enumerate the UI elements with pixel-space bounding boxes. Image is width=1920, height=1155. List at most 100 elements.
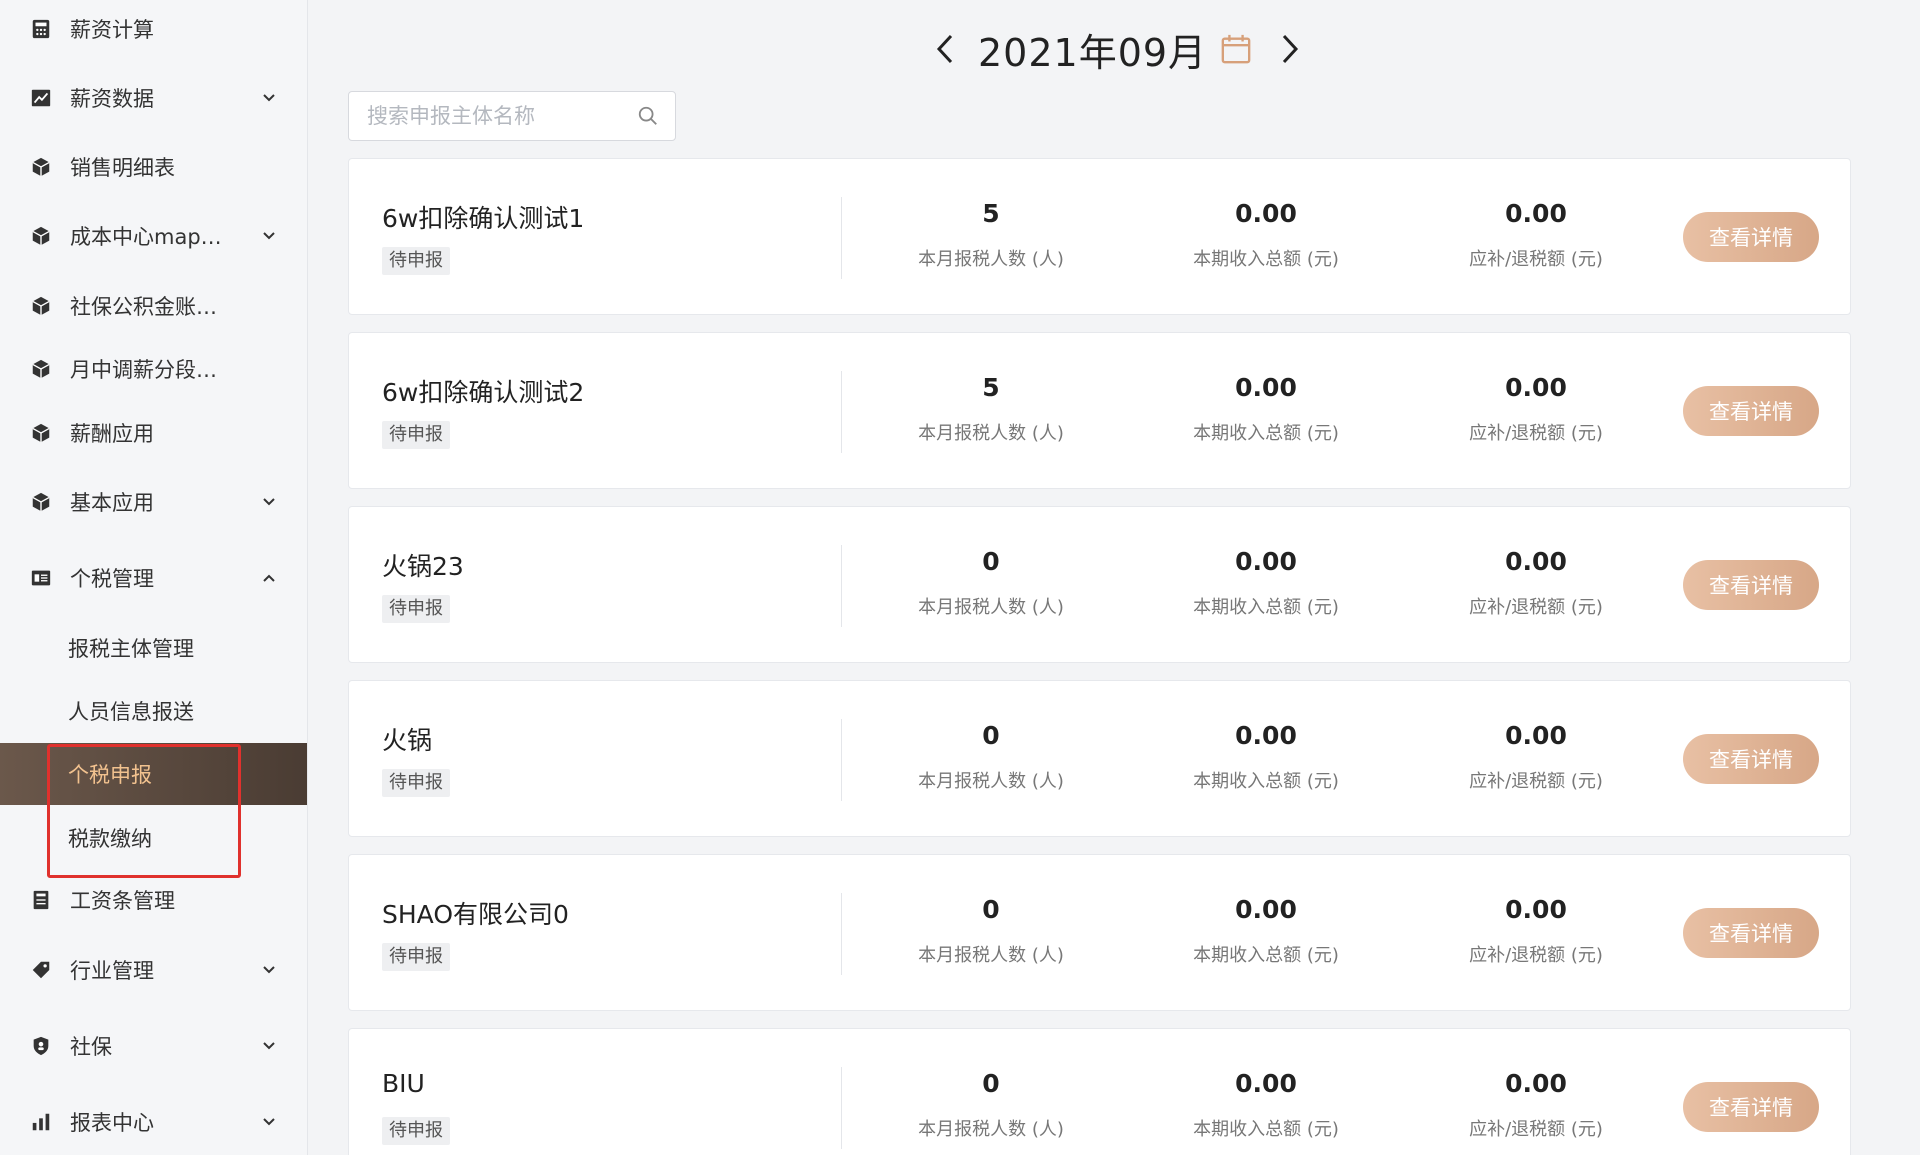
stat-caption: 应补/退税额 (元)	[1469, 771, 1603, 792]
stat-caption: 本期收入总额 (元)	[1193, 1119, 1339, 1140]
stat-people: 0 本月报税人数 (人)	[881, 1067, 1101, 1141]
stat-value: 0.00	[1235, 1069, 1297, 1098]
sidebar-subitem-tax-payment[interactable]: 税款缴纳	[68, 827, 152, 851]
stat-caption: 本期收入总额 (元)	[1193, 423, 1339, 444]
sidebar-subitem-tax-filing[interactable]: 个税申报	[0, 743, 307, 805]
view-details-button[interactable]: 查看详情	[1683, 908, 1819, 958]
status-badge: 待申报	[382, 421, 450, 449]
cube-icon	[28, 356, 54, 382]
stat-value: 5	[982, 199, 1000, 228]
sidebar-item-label: 基本应用	[70, 491, 154, 515]
sidebar-item-cost-center[interactable]: 成本中心map…	[0, 207, 307, 265]
sidebar-item-social-security[interactable]: 社保	[0, 1017, 307, 1075]
sidebar-item-tax-management[interactable]: 个税管理	[0, 549, 307, 607]
view-details-button[interactable]: 查看详情	[1683, 734, 1819, 784]
stat-people: 0 本月报税人数 (人)	[881, 893, 1101, 967]
sidebar-item-social-fund[interactable]: 社保公积金账…	[0, 277, 307, 335]
view-details-button[interactable]: 查看详情	[1683, 560, 1819, 610]
sidebar-item-label: 个税管理	[70, 567, 154, 591]
entity-card: 6w扣除确认测试1 待申报 5 本月报税人数 (人) 0.00 本期收入总额 (…	[348, 158, 1851, 315]
stat-refund: 0.00 应补/退税额 (元)	[1426, 1067, 1646, 1141]
entity-name: BIU	[382, 1069, 425, 1098]
stat-caption: 本期收入总额 (元)	[1193, 771, 1339, 792]
sidebar-item-sales-detail[interactable]: 销售明细表	[0, 138, 307, 196]
view-details-button[interactable]: 查看详情	[1683, 212, 1819, 262]
sidebar-item-basic-apps[interactable]: 基本应用	[0, 473, 307, 531]
stat-value: 0.00	[1505, 199, 1567, 228]
chevron-up-icon	[259, 568, 279, 588]
view-details-button[interactable]: 查看详情	[1683, 1082, 1819, 1132]
stat-refund: 0.00 应补/退税额 (元)	[1426, 371, 1646, 445]
status-badge: 待申报	[382, 1117, 450, 1145]
sidebar-item-label: 工资条管理	[70, 889, 175, 913]
stat-people: 5 本月报税人数 (人)	[881, 197, 1101, 271]
stat-caption: 本期收入总额 (元)	[1193, 945, 1339, 966]
stat-refund: 0.00 应补/退税额 (元)	[1426, 545, 1646, 619]
search-icon[interactable]	[637, 104, 659, 128]
stat-people: 5 本月报税人数 (人)	[881, 371, 1101, 445]
chevron-down-icon	[259, 960, 279, 980]
stat-people: 0 本月报税人数 (人)	[881, 545, 1101, 619]
stat-income: 0.00 本期收入总额 (元)	[1156, 197, 1376, 271]
cube-icon	[28, 420, 54, 446]
entity-name: 火锅23	[382, 552, 464, 581]
calendar-icon[interactable]	[1219, 32, 1253, 66]
entity-card: SHAO有限公司0 待申报 0 本月报税人数 (人) 0.00 本期收入总额 (…	[348, 854, 1851, 1011]
stat-value: 0	[982, 1069, 1000, 1098]
view-details-button[interactable]: 查看详情	[1683, 386, 1819, 436]
stat-caption: 本月报税人数 (人)	[918, 423, 1064, 444]
status-badge: 待申报	[382, 595, 450, 623]
sidebar-item-report-center[interactable]: 报表中心	[0, 1093, 307, 1151]
entity-name: 火锅	[382, 726, 433, 755]
stat-value: 0.00	[1505, 895, 1567, 924]
divider	[841, 545, 842, 627]
chevron-left-icon[interactable]	[930, 29, 960, 69]
sidebar-item-label: 薪资计算	[70, 18, 154, 42]
month-navigator: 2021年09月	[930, 26, 1305, 75]
sidebar-item-label: 月中调薪分段…	[70, 358, 217, 382]
stat-caption: 应补/退税额 (元)	[1469, 249, 1603, 270]
stat-refund: 0.00 应补/退税额 (元)	[1426, 893, 1646, 967]
search-box	[348, 91, 676, 141]
sidebar-item-salary-calc[interactable]: 薪资计算	[0, 0, 307, 58]
stat-income: 0.00 本期收入总额 (元)	[1156, 719, 1376, 793]
cube-icon	[28, 223, 54, 249]
chevron-down-icon	[259, 492, 279, 512]
chevron-right-icon[interactable]	[1275, 29, 1305, 69]
sidebar-item-industry[interactable]: 行业管理	[0, 941, 307, 999]
divider	[841, 719, 842, 801]
sidebar-item-label: 社保公积金账…	[70, 295, 217, 319]
status-badge: 待申报	[382, 943, 450, 971]
stat-people: 0 本月报税人数 (人)	[881, 719, 1101, 793]
stat-value: 0.00	[1235, 199, 1297, 228]
chart-line-icon	[28, 85, 54, 111]
stat-value: 0	[982, 721, 1000, 750]
sidebar-item-mid-month-adjust[interactable]: 月中调薪分段…	[0, 340, 307, 398]
search-input[interactable]	[349, 91, 637, 141]
sidebar-item-label: 销售明细表	[70, 156, 175, 180]
sidebar-item-label: 薪酬应用	[70, 422, 154, 446]
sidebar-item-label: 报表中心	[70, 1111, 154, 1135]
sidebar-item-label: 社保	[70, 1035, 112, 1059]
entity-card: BIU 待申报 0 本月报税人数 (人) 0.00 本期收入总额 (元) 0.0…	[348, 1028, 1851, 1155]
tag-icon	[28, 957, 54, 983]
entity-card: 火锅 待申报 0 本月报税人数 (人) 0.00 本期收入总额 (元) 0.00…	[348, 680, 1851, 837]
stat-caption: 本月报税人数 (人)	[918, 249, 1064, 270]
stat-value: 0.00	[1505, 721, 1567, 750]
chevron-down-icon	[259, 1036, 279, 1056]
chevron-down-icon	[259, 1112, 279, 1132]
divider	[841, 1067, 842, 1149]
stat-income: 0.00 本期收入总额 (元)	[1156, 545, 1376, 619]
stat-value: 0.00	[1505, 373, 1567, 402]
stat-value: 0.00	[1505, 1069, 1567, 1098]
sidebar-subitem-personnel-report[interactable]: 人员信息报送	[68, 700, 194, 724]
stat-value: 0.00	[1235, 721, 1297, 750]
sidebar-item-label: 成本中心map…	[70, 225, 222, 249]
sidebar-subitem-tax-entity[interactable]: 报税主体管理	[68, 637, 194, 661]
stat-caption: 本月报税人数 (人)	[918, 945, 1064, 966]
entity-name: 6w扣除确认测试1	[382, 204, 585, 233]
sidebar-item-payslip[interactable]: 工资条管理	[0, 871, 307, 929]
document-icon	[28, 887, 54, 913]
sidebar-item-salary-data[interactable]: 薪资数据	[0, 69, 307, 127]
sidebar-item-pay-apps[interactable]: 薪酬应用	[0, 404, 307, 462]
